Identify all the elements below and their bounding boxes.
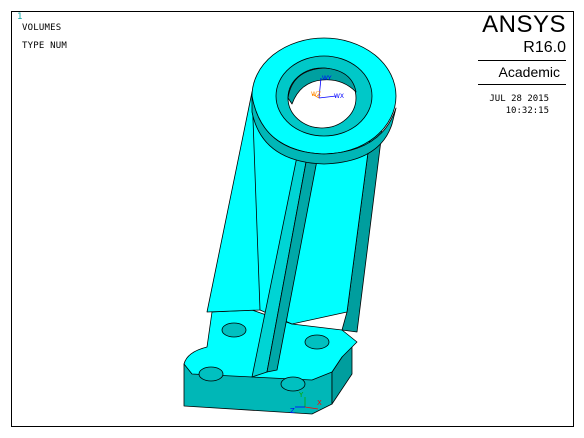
global-triad: Y X Z (290, 391, 322, 415)
graphics-window[interactable]: WY WX WZ Y X Z 1 VOLUMES TYPE NUM ANSYS … (11, 11, 574, 427)
brand-divider (478, 60, 566, 61)
brand-version: R16.0 (523, 39, 566, 56)
plot-time: 10:32:15 (505, 106, 549, 116)
global-x-label: X (317, 399, 322, 407)
plot-label-type-num: TYPE NUM (22, 41, 67, 51)
bolt-hole (198, 366, 224, 382)
wp-x-label: WX (334, 93, 344, 100)
bolt-hole (304, 334, 330, 350)
plot-label-volumes: VOLUMES (22, 23, 62, 33)
wp-triad: WY WX WZ (311, 75, 344, 100)
model-viewport[interactable]: WY WX WZ Y X Z (12, 12, 573, 426)
boss-hole-shadow (287, 67, 357, 105)
global-z-label: Z (290, 407, 295, 415)
bolt-hole (280, 376, 306, 392)
window-number: 1 (17, 12, 23, 22)
brand-divider (478, 84, 566, 85)
plot-date: JUL 28 2015 (489, 94, 549, 104)
wp-y-label: WY (322, 75, 332, 82)
brand-edition: Academic (498, 64, 560, 80)
ansys-logo: ANSYS R16.0 Academic JUL 28 2015 10:32:1… (446, 11, 566, 116)
boss-rim (251, 95, 397, 165)
wp-z-label: WZ (311, 91, 321, 98)
global-y-label: Y (298, 391, 304, 399)
bolt-hole (221, 322, 247, 338)
brand-name: ANSYS (482, 11, 566, 38)
